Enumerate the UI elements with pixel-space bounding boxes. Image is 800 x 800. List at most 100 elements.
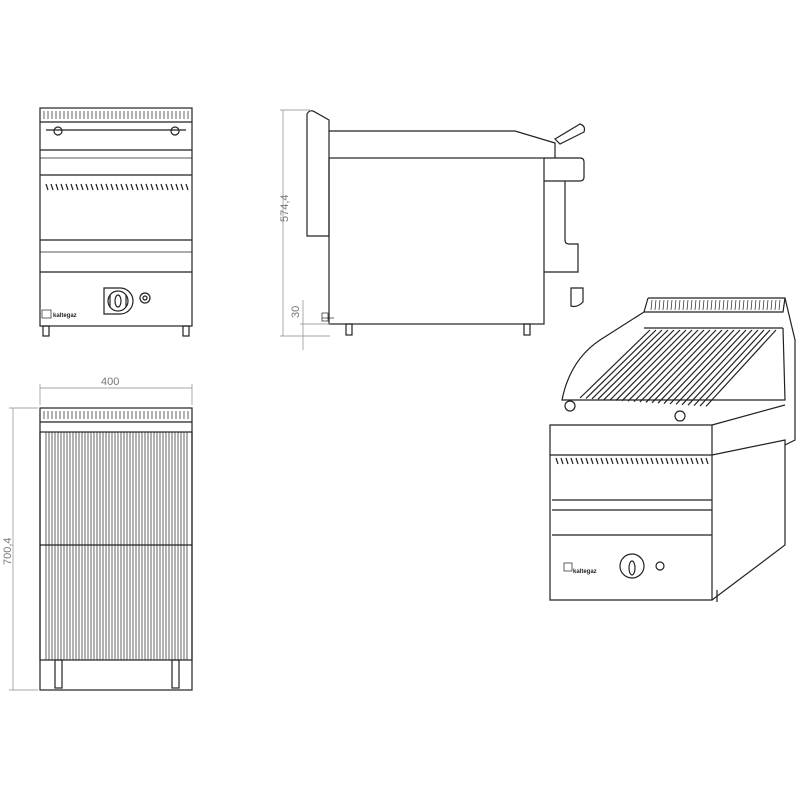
ignition-button[interactable] xyxy=(139,292,151,304)
stroke xyxy=(630,457,634,465)
height-dimension-label: 574,4 xyxy=(279,194,291,222)
stroke xyxy=(654,299,657,311)
grate-area xyxy=(39,431,193,661)
stroke xyxy=(730,299,733,311)
side-handle xyxy=(554,123,586,145)
stroke xyxy=(680,457,684,465)
stroke xyxy=(705,329,777,407)
stroke xyxy=(555,457,559,465)
stroke xyxy=(155,183,159,191)
front-vent-slots xyxy=(45,183,189,191)
grate-handle-left[interactable] xyxy=(54,659,63,689)
stroke xyxy=(693,329,765,407)
stroke xyxy=(621,329,693,402)
stroke xyxy=(565,457,569,465)
stroke xyxy=(600,457,604,465)
stroke xyxy=(663,329,735,405)
stroke xyxy=(657,329,729,404)
stroke xyxy=(718,299,721,311)
stroke xyxy=(734,299,737,311)
stroke xyxy=(70,183,74,191)
stroke xyxy=(609,329,681,401)
stroke xyxy=(85,183,89,191)
stroke xyxy=(633,329,705,403)
iso-front-slots xyxy=(555,457,709,465)
grate-support-left xyxy=(53,126,63,136)
stroke xyxy=(670,299,673,311)
stroke xyxy=(665,457,669,465)
stroke xyxy=(681,329,753,406)
side-knob xyxy=(570,287,584,308)
stroke xyxy=(75,183,79,191)
stroke xyxy=(605,457,609,465)
stroke xyxy=(110,183,114,191)
stroke xyxy=(65,183,69,191)
stroke xyxy=(738,299,741,311)
stroke xyxy=(130,183,134,191)
stroke xyxy=(135,183,139,191)
stroke xyxy=(678,299,681,311)
stroke xyxy=(615,457,619,465)
stroke xyxy=(770,299,773,311)
stroke xyxy=(610,457,614,465)
stroke xyxy=(625,457,629,465)
stroke xyxy=(766,299,769,311)
iso-ignition-button[interactable] xyxy=(655,561,665,571)
stroke xyxy=(560,457,564,465)
stroke xyxy=(742,299,745,311)
stroke xyxy=(650,457,654,465)
leg xyxy=(42,325,50,337)
stroke xyxy=(706,299,709,311)
stroke xyxy=(690,299,693,311)
stroke xyxy=(590,457,594,465)
stroke xyxy=(682,299,685,311)
stroke xyxy=(686,299,689,311)
stroke xyxy=(705,457,709,465)
top-view-vent-slots xyxy=(43,411,189,419)
stroke xyxy=(675,329,747,405)
stroke xyxy=(627,329,699,402)
grate-support-right xyxy=(170,126,180,136)
depth-dimension-label: 700,4 xyxy=(2,537,14,565)
stroke xyxy=(754,299,757,311)
stroke xyxy=(685,457,689,465)
stroke xyxy=(778,299,781,311)
stroke xyxy=(95,183,99,191)
stroke xyxy=(585,329,657,399)
iso-brand-logo: kaltegaz xyxy=(573,569,597,575)
stroke xyxy=(662,299,665,311)
stroke xyxy=(585,457,589,465)
stroke xyxy=(690,457,694,465)
front-body xyxy=(39,107,193,327)
stroke xyxy=(635,457,639,465)
leg xyxy=(182,325,190,337)
stroke xyxy=(762,299,765,311)
side-view: 574,4 30 xyxy=(279,109,586,350)
stroke xyxy=(758,299,761,311)
stroke xyxy=(90,183,94,191)
stroke xyxy=(669,329,741,405)
stroke xyxy=(575,457,579,465)
top-vent-slots xyxy=(43,111,189,119)
stroke xyxy=(726,299,729,311)
iso-control-knob[interactable] xyxy=(619,553,645,579)
backsplash xyxy=(306,110,330,237)
stroke xyxy=(160,183,164,191)
grate-handle-right[interactable] xyxy=(171,659,180,689)
stroke xyxy=(570,457,574,465)
stroke xyxy=(579,329,651,399)
stroke xyxy=(60,183,64,191)
stroke xyxy=(50,183,54,191)
stroke xyxy=(687,329,759,406)
stroke xyxy=(700,457,704,465)
stroke xyxy=(185,183,189,191)
stroke xyxy=(105,183,109,191)
stroke xyxy=(165,183,169,191)
brand-logo-mark xyxy=(41,309,52,319)
stroke xyxy=(150,183,154,191)
control-knob[interactable] xyxy=(103,287,134,315)
stroke xyxy=(145,183,149,191)
leg-height-dimension-label: 30 xyxy=(290,306,302,318)
stroke xyxy=(702,299,705,311)
